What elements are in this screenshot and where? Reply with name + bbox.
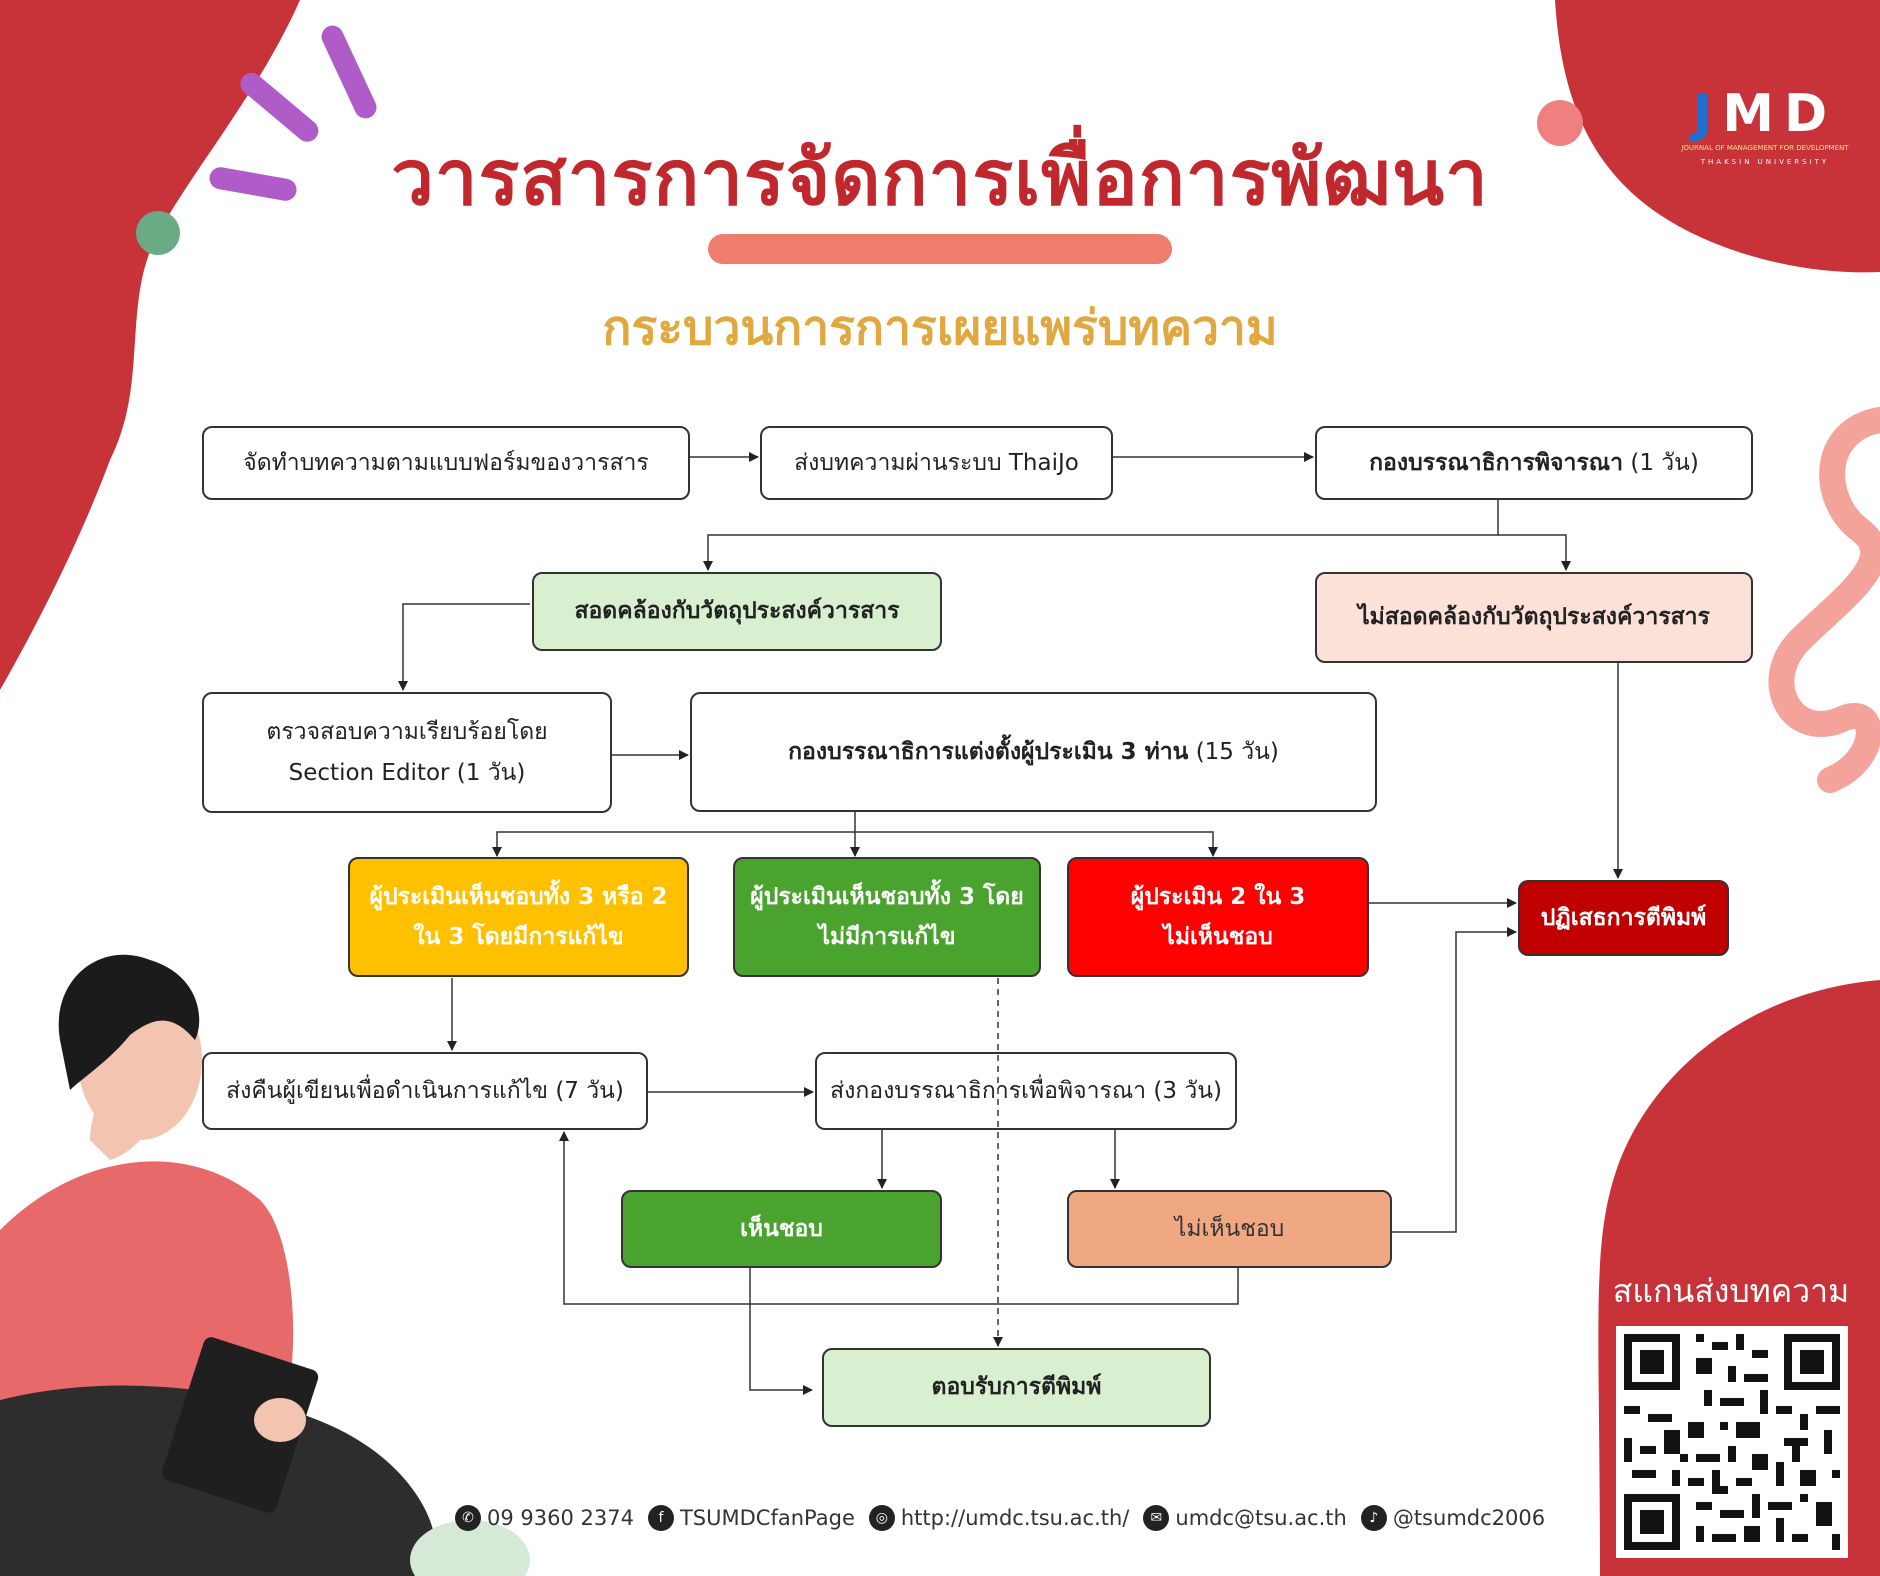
- footer-phone[interactable]: ✆09 9360 2374: [455, 1505, 634, 1531]
- page-subtitle: กระบวนการการเผยแพร่บทความ: [602, 300, 1278, 356]
- logo-journal-name: JOURNAL OF MANAGEMENT FOR DEVELOPMENT: [1681, 144, 1849, 152]
- step-prepare-article: จัดทำบทความตามแบบฟอร์มของวารสาร: [202, 426, 690, 500]
- editorial-review-bold: กองบรรณาธิการพิจารณา: [1369, 449, 1624, 476]
- disagree-line2: ไม่เห็นชอบ: [1163, 924, 1273, 950]
- agree-norevision-line1: ผู้ประเมินเห็นชอบทั้ง 3 โดย: [750, 883, 1024, 910]
- editorial-review-duration: (1 วัน): [1623, 449, 1699, 476]
- qr-code[interactable]: [1616, 1326, 1848, 1558]
- section-check-line2: Section Editor (1 วัน): [288, 759, 526, 786]
- step-approve: เห็นชอบ: [621, 1190, 942, 1268]
- outcome-agree-no-revision: ผู้ประเมินเห็นชอบทั้ง 3 โดย ไม่มีการแก้ไ…: [733, 857, 1041, 977]
- arrow-inscope-check: [398, 603, 530, 691]
- step-not-approve: ไม่เห็นชอบ: [1067, 1190, 1392, 1268]
- qr-code-pattern: [1616, 1326, 1848, 1558]
- footer-website[interactable]: ◎http://umdc.tsu.ac.th/: [868, 1505, 1130, 1531]
- pink-squiggle: [1768, 407, 1880, 793]
- green-dot: [136, 211, 180, 255]
- outcome-agree-with-revision: ผู้ประเมินเห็นชอบทั้ง 3 หรือ 2 ใน 3 โดยม…: [348, 857, 689, 977]
- email-icon: ✉: [1143, 1505, 1170, 1531]
- footer-phone-text: 09 9360 2374: [487, 1506, 634, 1530]
- outcome-disagree: ผู้ประเมิน 2 ใน 3 ไม่เห็นชอบ: [1067, 857, 1369, 977]
- assign-reviewers-duration: (15 วัน): [1188, 738, 1279, 765]
- globe-icon: ◎: [868, 1505, 895, 1531]
- jmd-logo: JMD JOURNAL OF MANAGEMENT FOR DEVELOPMEN…: [1660, 70, 1870, 180]
- agree-norevision-line2: ไม่มีการแก้ไข: [818, 924, 956, 950]
- footer-email[interactable]: ✉umdc@tsu.ac.th: [1143, 1505, 1347, 1531]
- facebook-icon: f: [647, 1505, 674, 1531]
- arrow-assign-disagree: [855, 831, 1218, 857]
- logo-university: THAKSIN UNIVERSITY: [1700, 158, 1830, 166]
- arrow-notapprove-reject: [1392, 927, 1517, 1233]
- step-editorial-review: กองบรรณาธิการพิจารณา (1 วัน): [1315, 426, 1753, 500]
- arrow-review-outscope: [1498, 534, 1571, 571]
- top-left-blob: [0, 0, 300, 690]
- arrow-assign-outcomes: [492, 812, 856, 857]
- step-out-of-scope: ไม่สอดคล้องกับวัตถุประสงค์วารสาร: [1315, 572, 1753, 663]
- purple-stroke-1: [321, 25, 377, 119]
- footer-website-text: http://umdc.tsu.ac.th/: [900, 1506, 1130, 1530]
- step-return-to-author: ส่งคืนผู้เขียนเพื่อดำเนินการแก้ไข (7 วัน…: [202, 1052, 648, 1130]
- footer-facebook-text: TSUMDCfanPage: [679, 1506, 855, 1530]
- step-in-scope: สอดคล้องกับวัตถุประสงค์วารสาร: [532, 572, 942, 651]
- step-reject-publication: ปฏิเสธการตีพิมพ์: [1518, 880, 1729, 956]
- assign-reviewers-bold: กองบรรณาธิการแต่งตั้งผู้ประเมิน 3 ท่าน: [788, 738, 1189, 765]
- agree-revision-line2: ใน 3 โดยมีการแก้ไข: [413, 924, 624, 950]
- coral-dot: [1537, 100, 1583, 146]
- purple-stroke-3: [209, 167, 297, 201]
- person-illustration: [0, 954, 530, 1576]
- footer-tiktok-text: @tsumdc2006: [1392, 1506, 1546, 1530]
- top-right-blob: [1555, 0, 1880, 273]
- phone-icon: ✆: [455, 1505, 481, 1531]
- arrow-loop-return: [559, 1131, 1239, 1305]
- footer-email-text: umdc@tsu.ac.th: [1175, 1506, 1347, 1530]
- page-title: วารสารการจัดการเพื่อการพัฒนา: [391, 133, 1489, 222]
- agree-revision-line1: ผู้ประเมินเห็นชอบทั้ง 3 หรือ 2: [369, 883, 668, 910]
- arrow-approve-accept: [749, 1268, 813, 1395]
- qr-label: สแกนส่งบทความ: [1612, 1272, 1850, 1310]
- step-submit-thaijo: ส่งบทความผ่านระบบ ThaiJo: [760, 426, 1113, 500]
- disagree-line1: ผู้ประเมิน 2 ใน 3: [1130, 883, 1306, 910]
- step-send-to-editorial: ส่งกองบรรณาธิการเพื่อพิจารณา (3 วัน): [815, 1052, 1237, 1130]
- footer-tiktok[interactable]: ♪@tsumdc2006: [1360, 1505, 1546, 1531]
- arrow-review-split: [703, 500, 1499, 571]
- tiktok-icon: ♪: [1360, 1505, 1387, 1531]
- section-check-line1: ตรวจสอบความเรียบร้อยโดย: [266, 719, 548, 746]
- step-assign-reviewers: กองบรรณาธิการแต่งตั้งผู้ประเมิน 3 ท่าน (…: [690, 692, 1377, 812]
- step-section-editor-check: ตรวจสอบความเรียบร้อยโดย Section Editor (…: [202, 692, 612, 813]
- step-accept-publication: ตอบรับการตีพิมพ์: [822, 1348, 1211, 1427]
- title-underline: [708, 234, 1172, 264]
- logo-letters: JMD: [1692, 84, 1838, 144]
- purple-stroke-2: [240, 72, 319, 142]
